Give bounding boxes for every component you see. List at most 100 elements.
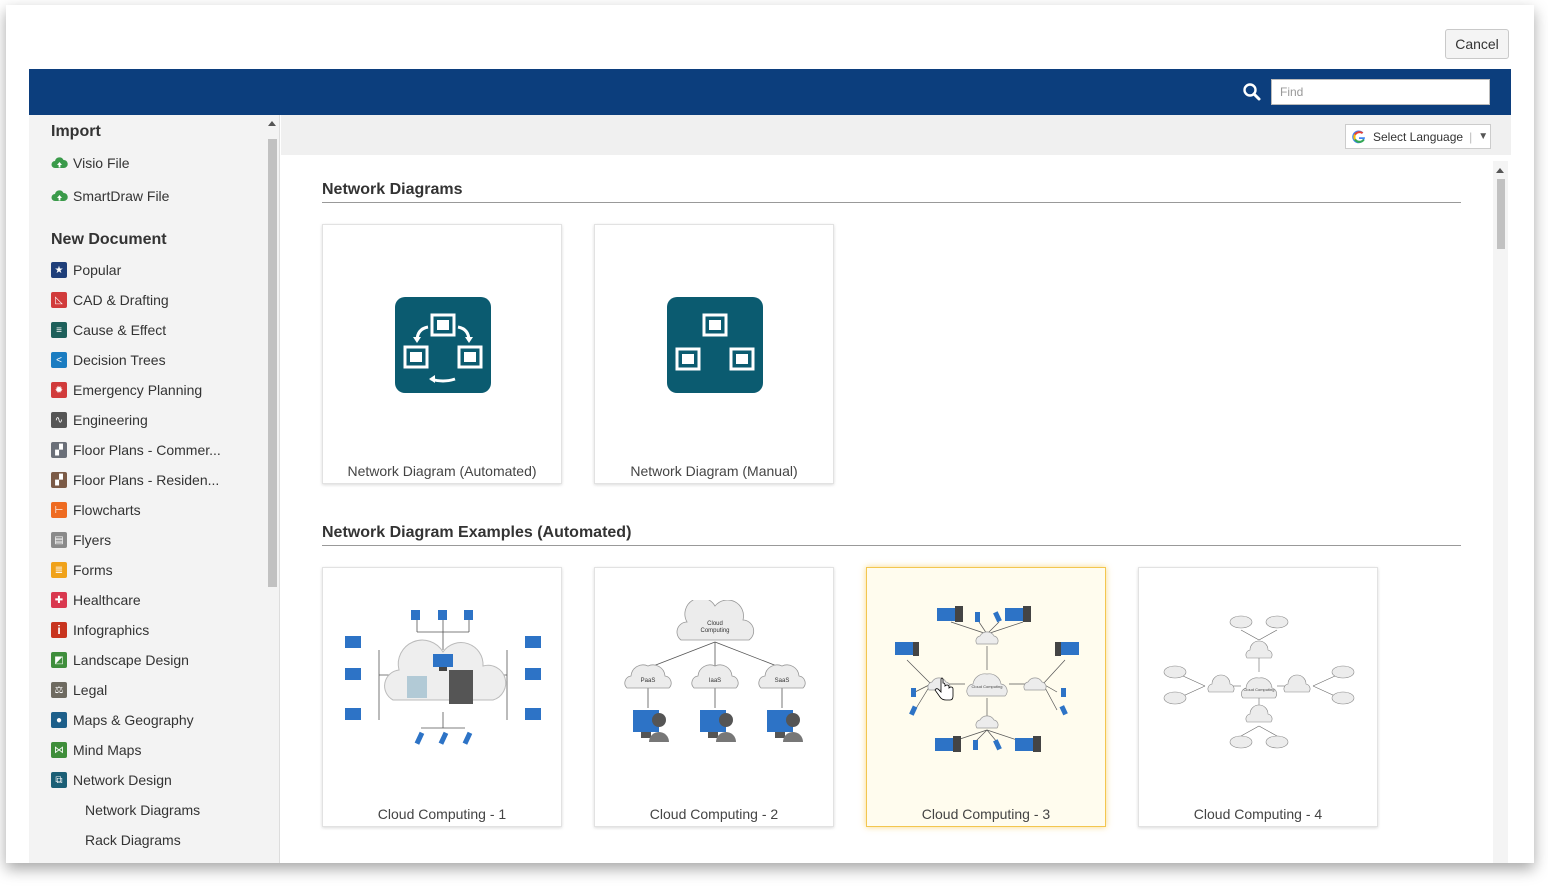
- template-card-cloud-computing-3[interactable]: Cloud Computing: [866, 567, 1106, 827]
- sidebar-item-cad-drafting[interactable]: ◺ CAD & Drafting: [51, 290, 169, 310]
- sidebar-item-label: Network Design: [73, 772, 172, 788]
- thumb-label: Cloud Computing: [972, 684, 1003, 689]
- google-g-icon: [1352, 129, 1365, 143]
- cloud-computing-1-thumbnail: [345, 610, 541, 745]
- sidebar-subitem-network-diagrams[interactable]: Network Diagrams: [85, 802, 201, 818]
- sidebar-item-label: Engineering: [73, 412, 148, 428]
- sidebar-item-engineering[interactable]: ∿ Engineering: [51, 410, 148, 430]
- gallery-scrollbar[interactable]: [1493, 161, 1508, 863]
- template-card-network-diagram-manual[interactable]: Network Diagram (Manual): [594, 224, 834, 484]
- info-icon: i: [51, 622, 67, 638]
- sidebar-item-cause-effect[interactable]: ≡ Cause & Effect: [51, 320, 166, 340]
- sidebar-item-legal[interactable]: ⚖ Legal: [51, 680, 107, 700]
- thumb-label: Cloud Computing: [1244, 687, 1275, 692]
- decision-tree-icon: <: [51, 352, 67, 368]
- sidebar-item-label: Maps & Geography: [73, 712, 194, 728]
- sidebar-item-label: Healthcare: [73, 592, 141, 608]
- cloud-upload-icon: [51, 157, 68, 168]
- floor-plan-icon: ▞: [51, 472, 67, 488]
- template-gallery: Select Language | ▼ Network Diagrams: [281, 115, 1511, 863]
- language-bar: Select Language | ▼: [281, 115, 1511, 155]
- top-bar: Find: [29, 69, 1511, 115]
- template-card-cloud-computing-2[interactable]: Cloud Computing PaaS IaaS SaaS Cloud Com…: [594, 567, 834, 827]
- sidebar-item-label: Infographics: [73, 622, 150, 638]
- template-card-label: Cloud Computing - 1: [377, 806, 507, 822]
- sidebar-item-infographics[interactable]: i Infographics: [51, 620, 149, 640]
- scroll-up-arrow-icon[interactable]: [1496, 168, 1504, 173]
- template-card-label: Network Diagram (Manual): [630, 463, 798, 479]
- star-icon: ★: [51, 262, 67, 278]
- mindmap-icon: ⋈: [51, 742, 67, 758]
- sidebar-item-label: Popular: [73, 262, 122, 278]
- scroll-up-arrow-icon[interactable]: [268, 121, 276, 126]
- sidebar-item-floor-plans-commercial[interactable]: ▞ Floor Plans - Commer...: [51, 440, 221, 460]
- search-icon[interactable]: [1242, 82, 1262, 102]
- template-card-label: Cloud Computing - 4: [1193, 806, 1323, 822]
- template-dialog: Cancel Find Import Visio File SmartDraw …: [6, 5, 1534, 863]
- thumb-label: SaaS: [775, 678, 790, 684]
- section-divider: [322, 545, 1461, 546]
- sidebar-item-landscape-design[interactable]: ◩ Landscape Design: [51, 650, 189, 670]
- sidebar-item-label: SmartDraw File: [73, 188, 170, 204]
- new-document-heading: New Document: [51, 231, 167, 248]
- engineering-icon: ∿: [51, 412, 67, 428]
- sidebar-subitem-rack-diagrams[interactable]: Rack Diagrams: [85, 832, 181, 848]
- template-card-label: Network Diagram (Automated): [347, 463, 537, 479]
- cloud-computing-2-thumbnail: Cloud Computing PaaS IaaS SaaS: [624, 600, 806, 742]
- alarm-icon: ✹: [51, 382, 67, 398]
- flyer-icon: ▤: [51, 532, 67, 548]
- language-select[interactable]: Select Language | ▼: [1345, 124, 1491, 149]
- import-heading: Import: [51, 123, 101, 140]
- sidebar-item-label: Floor Plans - Commer...: [73, 442, 221, 458]
- flowchart-icon: ⊢: [51, 502, 67, 518]
- sidebar-item-decision-trees[interactable]: < Decision Trees: [51, 350, 166, 370]
- sidebar-item-smartdraw-file[interactable]: SmartDraw File: [51, 186, 169, 206]
- sidebar-item-label: Legal: [73, 682, 108, 698]
- sidebar-item-mind-maps[interactable]: ⋈ Mind Maps: [51, 740, 141, 760]
- sidebar-item-network-design[interactable]: ⧉ Network Design: [51, 770, 172, 790]
- floor-plan-icon: ▞: [51, 442, 67, 458]
- cloud-computing-3-thumbnail: Cloud Computing: [895, 606, 1079, 752]
- gallery-scroll-thumb[interactable]: [1497, 179, 1505, 249]
- divider: |: [1469, 129, 1473, 144]
- sidebar-item-floor-plans-residential[interactable]: ▞ Floor Plans - Residen...: [51, 470, 219, 490]
- sidebar-item-label: Flyers: [73, 532, 112, 548]
- globe-icon: ●: [51, 712, 67, 728]
- sidebar-item-flowcharts[interactable]: ⊢ Flowcharts: [51, 500, 141, 520]
- section-title-network-diagrams: Network Diagrams: [322, 181, 463, 198]
- thumb-label: IaaS: [709, 678, 721, 684]
- sidebar-item-visio-file[interactable]: Visio File: [51, 153, 130, 173]
- sidebar-item-flyers[interactable]: ▤ Flyers: [51, 530, 111, 550]
- template-card-cloud-computing-1[interactable]: Cloud Computing - 1: [322, 567, 562, 827]
- sidebar-item-label: Floor Plans - Residen...: [73, 472, 220, 488]
- cause-effect-icon: ≡: [51, 322, 67, 338]
- thumb-label: Cloud: [707, 621, 723, 627]
- language-select-label: Select Language: [1373, 129, 1464, 144]
- sidebar-item-healthcare[interactable]: ✚ Healthcare: [51, 590, 141, 610]
- template-card-cloud-computing-4[interactable]: Cloud Computing Cloud Computing - 4: [1138, 567, 1378, 827]
- sidebar-item-emergency-planning[interactable]: ✹ Emergency Planning: [51, 380, 202, 400]
- section-divider: [322, 202, 1461, 203]
- sidebar-item-label: Visio File: [73, 155, 130, 171]
- sidebar-item-label: Mind Maps: [73, 742, 142, 758]
- form-icon: ≣: [51, 562, 67, 578]
- network-automated-icon: [395, 297, 491, 393]
- thumb-label: PaaS: [641, 678, 656, 684]
- template-card-label: Cloud Computing - 3: [921, 806, 1051, 822]
- sidebar-scroll-thumb[interactable]: [268, 139, 277, 587]
- sidebar-item-maps-geography[interactable]: ● Maps & Geography: [51, 710, 194, 730]
- sidebar-item-popular[interactable]: ★ Popular: [51, 260, 121, 280]
- sidebar-item-label: Forms: [73, 562, 113, 578]
- cloud-computing-4-thumbnail: Cloud Computing: [1163, 615, 1355, 749]
- sidebar-item-label: Flowcharts: [73, 502, 141, 518]
- cancel-button[interactable]: Cancel: [1445, 29, 1509, 59]
- template-card-label: Cloud Computing - 2: [649, 806, 779, 822]
- sidebar-item-label: Landscape Design: [73, 652, 189, 668]
- section-title-network-examples: Network Diagram Examples (Automated): [322, 524, 632, 541]
- sidebar-item-label: Cause & Effect: [73, 322, 167, 338]
- find-input[interactable]: Find: [1271, 79, 1490, 105]
- scales-icon: ⚖: [51, 682, 67, 698]
- template-card-network-diagram-automated[interactable]: Network Diagram (Automated): [322, 224, 562, 484]
- caret-down-icon: ▼: [1478, 131, 1489, 142]
- sidebar-item-forms[interactable]: ≣ Forms: [51, 560, 113, 580]
